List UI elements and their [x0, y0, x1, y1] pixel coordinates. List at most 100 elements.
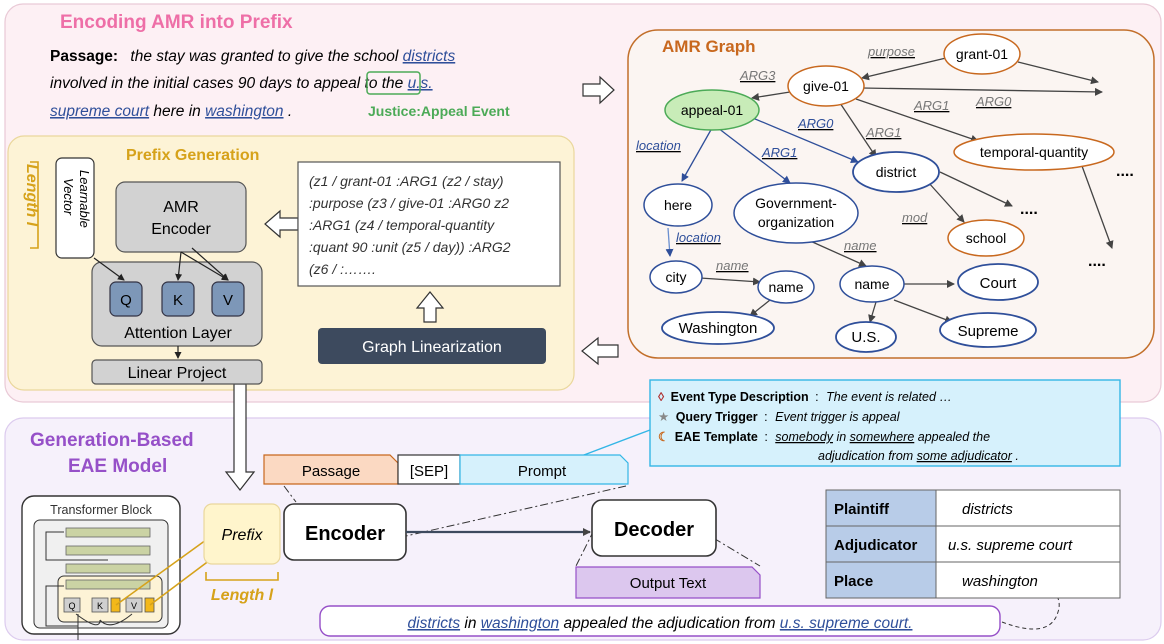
mini-k-prefix	[110, 597, 121, 613]
v-box	[211, 281, 245, 317]
passage-line-3: supreme court here in washington .	[50, 103, 292, 120]
role-adjudicator: Adjudicator	[834, 537, 917, 554]
prompt-tab	[459, 454, 629, 485]
linearized-line-5: (z6 / :…….	[309, 261, 376, 277]
linearized-line-4: :quant 90 :unit (z5 / day)) :ARG2	[309, 239, 511, 255]
node-court-ellipse	[957, 263, 1039, 301]
output-text-label: Output Text	[630, 575, 707, 592]
template-adjudication: adjudication from	[818, 449, 917, 463]
edge-give-appeal	[751, 91, 791, 101]
learnable-vector-box	[55, 157, 95, 259]
eae-template-line-2: adjudication from some adjudicator .	[818, 449, 1019, 463]
encoder-label: Encoder	[305, 523, 385, 545]
node-city: city	[666, 269, 687, 285]
output-sentence: districts in washington appealed the adj…	[408, 615, 913, 632]
edge-give-district	[839, 102, 877, 158]
passage-washington: washington	[205, 103, 283, 120]
node-name-2: name	[854, 276, 889, 292]
arrow-to-linearization	[581, 336, 619, 366]
linearized-amr-text: (z1 / grant-01 :ARG1 (z2 / stay) :purpos…	[309, 173, 511, 277]
edge-name2-supreme	[893, 299, 953, 324]
node-temporal: temporal-quantity	[980, 144, 1088, 160]
edge-label-mod: mod	[902, 210, 928, 225]
event-type-line: ◊ Event Type Description : The event is …	[658, 390, 952, 404]
roles-col-header-bg	[826, 490, 936, 598]
edge-here-city	[665, 227, 674, 257]
mini-v	[125, 597, 143, 613]
amr-edges	[665, 57, 1114, 324]
event-type-desc-label: Event Type Description	[671, 390, 809, 404]
linearized-amr-box	[297, 161, 561, 287]
eae-template-line-1: ☾ EAE Template : somebody in somewhere a…	[658, 430, 990, 444]
node-here: here	[664, 197, 692, 213]
transformer-layer-1	[65, 527, 151, 538]
transformer-block-label: Transformer Block	[50, 503, 152, 517]
decoder-box	[591, 499, 717, 557]
graph-linearization-box	[318, 328, 546, 364]
edge-name2-us	[868, 301, 877, 323]
template-appealed: appealed the	[918, 430, 990, 444]
node-name2-ellipse	[839, 265, 905, 303]
graph-linearization-label: Graph Linearization	[362, 339, 502, 356]
prefix-to-block-1	[115, 539, 207, 606]
node-grant: grant-01	[956, 46, 1008, 62]
passage-text-1a: the stay was granted to give the school	[130, 48, 402, 65]
passage-line-2: involved in the initial cases 90 days to…	[50, 75, 433, 92]
event-type-label: Justice:Appeal Event	[368, 103, 510, 119]
arrow-to-amr-graph	[582, 75, 615, 105]
arrow-to-prefix	[224, 383, 256, 491]
node-gov-ellipse	[733, 182, 859, 244]
eae-model-title-1: Generation-Based	[30, 430, 194, 451]
edge-grant-right	[1017, 61, 1099, 85]
length-bracket-bottom	[205, 572, 279, 581]
amr-encoder-label-1: AMR	[163, 199, 199, 216]
linearized-line-3: :ARG1 (z4 / temporal-quantity	[309, 217, 495, 233]
node-washington-ellipse	[661, 311, 775, 345]
mini-k-label: K	[97, 601, 103, 611]
prefix-gen-connectors	[93, 247, 229, 359]
node-name1-ellipse	[757, 270, 815, 304]
edge-label-arg3: ARG3	[739, 68, 776, 83]
value-place: washington	[962, 573, 1038, 590]
query-trigger-line: ★ Query Trigger : Event trigger is appea…	[658, 410, 901, 424]
passage-text-3b: here in	[153, 103, 205, 120]
edge-label-location-2: location	[676, 230, 721, 245]
roles-col-value-bg	[936, 490, 1120, 598]
q-box	[109, 281, 143, 317]
passage-trigger-appeal: appeal	[314, 75, 361, 92]
mini-v-prefix	[144, 597, 155, 613]
arrow-to-linearized-text	[415, 291, 445, 323]
edge-label-arg1-mid: ARG1	[865, 125, 901, 140]
query-trigger-colon: :	[764, 410, 767, 424]
node-name-1: name	[768, 279, 803, 295]
node-gov-line-1: Government-	[755, 195, 837, 211]
value-plaintiff: districts	[962, 501, 1013, 518]
mini-v-label: V	[131, 601, 137, 611]
amr-edge-labels: purpose ARG3 ARG1 ARG0 ARG0 ARG1 locatio…	[636, 44, 1012, 273]
node-give-ellipse	[787, 65, 865, 107]
node-temporal-ellipse	[953, 133, 1115, 171]
passage-text-2b: to the	[365, 75, 408, 92]
mini-k	[91, 597, 109, 613]
mini-q-label: Q	[68, 601, 75, 611]
node-grant-ellipse	[943, 33, 1021, 75]
query-trigger-text: Event trigger is appeal	[775, 410, 901, 424]
edge-label-location-1: location	[636, 138, 681, 153]
node-gov-line-2: organization	[758, 214, 834, 230]
edge-temporal-right	[1081, 165, 1114, 249]
roles-table-border	[825, 489, 1121, 599]
amr-nodes: grant-01 give-01 appeal-01 district temp…	[643, 33, 1115, 353]
passage-tab-label: Passage	[302, 463, 360, 480]
prompt-description-box	[649, 379, 1121, 467]
decoder-label: Decoder	[614, 519, 694, 541]
length-bracket-top	[30, 161, 39, 249]
edge-appeal-district	[747, 115, 859, 163]
template-in: in	[836, 430, 849, 444]
ellipsis-2: ....	[1020, 201, 1038, 218]
node-school: school	[966, 230, 1006, 246]
edge-label-name-2: name	[844, 238, 877, 253]
length-label-bottom: Length l	[211, 587, 274, 604]
edge-label-purpose: purpose	[867, 44, 915, 59]
edge-label-name-1: name	[716, 258, 749, 273]
passage-text-2a: involved in the initial cases 90 days to	[50, 75, 314, 92]
